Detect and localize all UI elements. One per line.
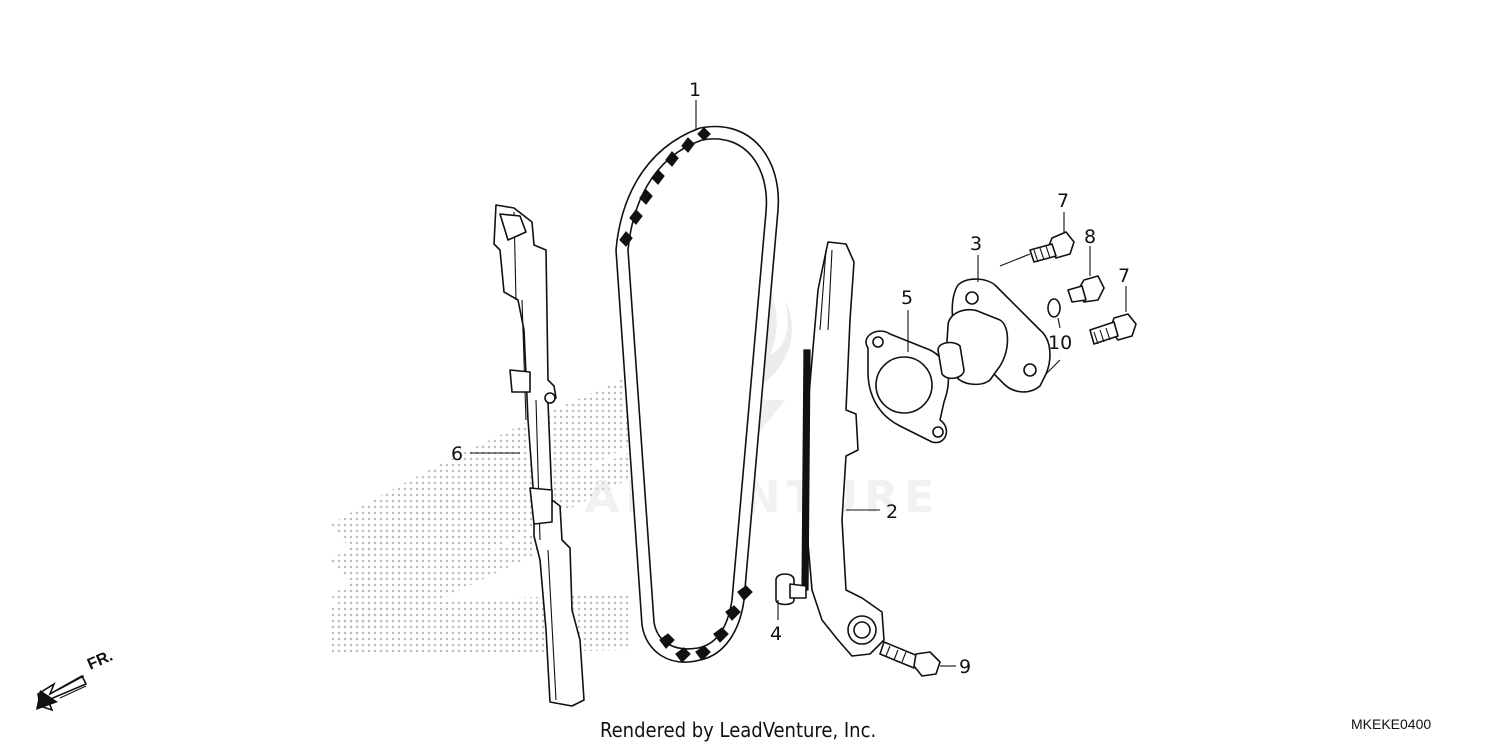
callout-labels: 1 2 3 4 5 6 7 8 7 9 10	[451, 79, 1130, 678]
bolt-part-7-upper[interactable]	[1029, 231, 1075, 263]
callout-10: 10	[1048, 332, 1072, 354]
callout-5: 5	[901, 287, 913, 309]
gasket-part-5[interactable]	[865, 330, 950, 444]
cam-chain-part-1[interactable]	[615, 125, 780, 663]
callout-8: 8	[1084, 226, 1096, 248]
callout-3: 3	[970, 233, 982, 255]
pivot-bolt-part-9[interactable]	[879, 641, 941, 677]
callout-leaders	[470, 100, 1127, 667]
callout-6: 6	[451, 443, 463, 465]
cam-chain-guide-part-6[interactable]	[493, 204, 585, 707]
tensioner-lifter-part-3[interactable]	[937, 278, 1051, 393]
bolt-part-8[interactable]	[1067, 275, 1105, 303]
callout-2: 2	[886, 501, 898, 523]
diagram-code: MKEKE0400	[1351, 716, 1432, 732]
washer-part-10[interactable]	[1047, 298, 1061, 318]
front-direction-arrow-icon	[36, 674, 88, 712]
callout-7-lower: 7	[1118, 265, 1130, 287]
callout-1: 1	[689, 79, 701, 101]
tensioner-arm-part-2[interactable]	[801, 241, 885, 657]
bolt-part-7-lower[interactable]	[1089, 313, 1137, 345]
render-credit: Rendered by LeadVenture, Inc.	[600, 718, 877, 742]
callout-9: 9	[959, 656, 971, 678]
callout-4: 4	[770, 623, 782, 645]
callout-7-upper: 7	[1057, 190, 1069, 212]
